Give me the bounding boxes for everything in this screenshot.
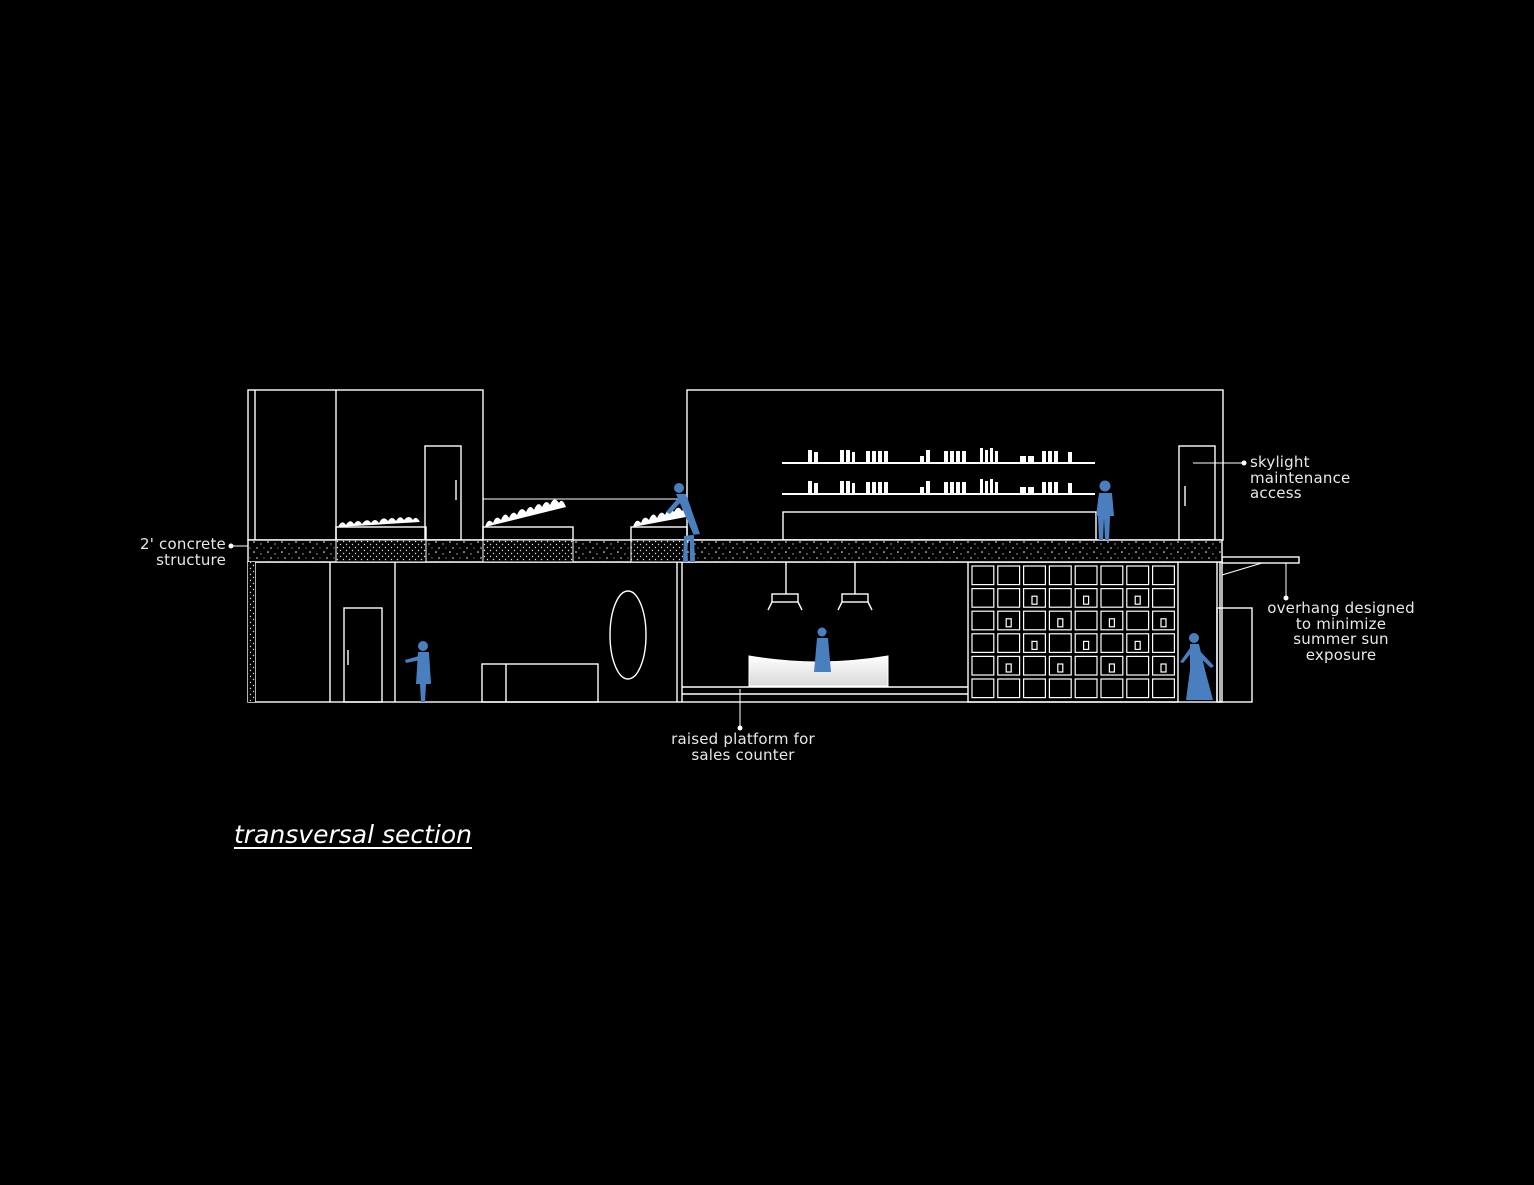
cubby-cell (1126, 678, 1150, 699)
cubby-cell (997, 587, 1021, 608)
cubby-cell (1100, 610, 1124, 631)
cubby-cell (971, 565, 995, 586)
cubby-cell (1048, 565, 1072, 586)
cubby-cell (971, 633, 995, 653)
cubby-cell (1074, 633, 1098, 653)
cubby-cell (997, 633, 1021, 653)
cubby-cell (997, 678, 1021, 699)
person-icon-counter (814, 627, 831, 672)
cubby-cell (1100, 633, 1124, 653)
platform-label-line-2: sales counter (691, 745, 795, 764)
cubby-cell (997, 655, 1021, 676)
cubby-cell (1151, 565, 1175, 586)
concrete-structure-label: 2' concrete structure (118, 535, 226, 569)
upper-counter (782, 511, 1097, 541)
cubby-bottle (1031, 640, 1038, 651)
cubby-bottle (1057, 663, 1064, 673)
cubby-bottle (1108, 618, 1116, 628)
cubby-cell (1048, 678, 1072, 699)
cubby-cell (971, 655, 995, 676)
plants (338, 499, 686, 527)
cubby-cell (1022, 565, 1046, 586)
person-icon-lower-right (1180, 633, 1214, 700)
platform-label-line-1: raised platform for (671, 730, 815, 748)
cubby-wall (967, 561, 1179, 703)
cubby-cell (1022, 610, 1046, 631)
lower-floor (247, 561, 1223, 703)
cubby-bottle (1134, 640, 1141, 651)
cubby-cell (1048, 610, 1072, 631)
section-title: transversal section (234, 820, 473, 849)
cubby-cell (1074, 678, 1098, 699)
cubby-cell (1151, 678, 1175, 699)
lower-door (343, 607, 383, 703)
cubby-cell (1100, 587, 1124, 608)
cubby-cell (971, 610, 995, 631)
cubby-cell (971, 678, 995, 699)
skylight-access-label: skylight maintenance access (1250, 453, 1351, 502)
cubby-cell (1074, 565, 1098, 586)
figures (405, 480, 1214, 702)
cubby-bottle (1031, 595, 1038, 605)
concrete-label-line-1: 2' concrete (140, 535, 226, 553)
cubby-cell (1074, 655, 1098, 676)
cubby-cell (1126, 587, 1150, 608)
cubby-bottle (1082, 640, 1090, 651)
overhang-label-line-2: to minimize (1295, 614, 1387, 633)
cubby-bottle (1057, 618, 1064, 628)
cubby-cell (1074, 610, 1098, 631)
cubby-cell (1074, 587, 1098, 608)
cubby-cell (1126, 633, 1150, 653)
cubby-cell (1151, 633, 1175, 653)
concrete-label-line-2: structure (156, 550, 226, 569)
cubby-cell (1151, 587, 1175, 608)
cubby-bottle (1082, 595, 1090, 605)
cubby-grid (971, 565, 1175, 699)
skylight-label-line-3: access (1250, 484, 1302, 502)
cubby-cell (1022, 678, 1046, 699)
overhang-label-line-3: summer sun (1293, 630, 1389, 648)
cubby-cell (971, 587, 995, 608)
skylight-label-line-2: maintenance (1250, 468, 1351, 487)
cubby-cell (997, 565, 1021, 586)
overhang (1221, 556, 1300, 564)
cubby-cell (1100, 655, 1124, 676)
cubby-cell (1022, 655, 1046, 676)
person-icon-upper (1096, 480, 1114, 540)
person-icon-lower-left (405, 641, 431, 702)
upper-left-volume (247, 389, 484, 541)
overhang-label-line-1: overhang designed (1267, 599, 1415, 617)
cubby-cell (1100, 678, 1124, 699)
cubby-cell (997, 610, 1021, 631)
shelf-bottles (808, 448, 1072, 494)
cubby-cell (1048, 587, 1072, 608)
cubby-cell (1100, 565, 1124, 586)
bench (481, 663, 599, 703)
cubby-cell (1151, 655, 1175, 676)
cubby-cell (1126, 565, 1150, 586)
oval-mirror (609, 590, 647, 680)
cubby-cell (1048, 655, 1072, 676)
cubby-cell (1126, 610, 1150, 631)
person-icon-planter (666, 483, 700, 562)
cubby-cell (1048, 633, 1072, 653)
cubby-bottle (1160, 618, 1167, 628)
overhang-label-line-4: exposure (1305, 645, 1377, 664)
cubby-cell (1022, 633, 1046, 653)
cubby-bottle (1005, 618, 1012, 628)
cubby-bottle (1134, 595, 1141, 605)
cubby-cell (1022, 587, 1046, 608)
cubby-bottle (1108, 663, 1116, 673)
cubby-bottle (1160, 663, 1167, 673)
cubby-cell (1151, 610, 1175, 631)
upper-right-volume (686, 389, 1224, 541)
raised-platform-label: raised platform for sales counter (660, 730, 826, 764)
overhang-label: overhang designed to minimize summer sun… (1262, 599, 1420, 664)
cubby-bottle (1005, 663, 1012, 673)
skylight-label-line-1: skylight (1250, 453, 1310, 471)
cubby-cell (1126, 655, 1150, 676)
